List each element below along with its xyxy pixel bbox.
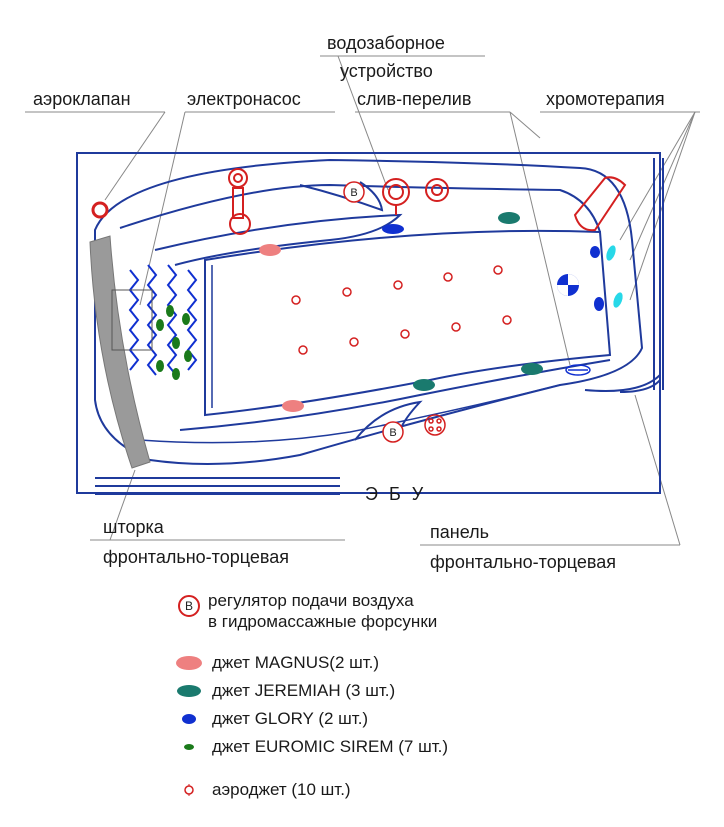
jet-jeremiah [498,212,520,224]
label-shtorka-1: шторка [103,517,164,537]
jet-magnus [259,244,281,256]
electronasos-symbol [228,168,251,235]
legend-glory: джет GLORY (2 шт.) [170,709,368,729]
jeremiah-icon [177,685,201,697]
chromo-control [573,176,627,232]
jet-magnus [282,400,304,412]
label-shtorka-2: фронтально-торцевая [103,547,289,567]
aerojet-icon [184,784,194,796]
b-regulator-back: B [343,181,365,203]
pillow-symbol [557,274,579,296]
jet-glory [382,224,404,234]
b-regulator-front-label: B [389,427,396,439]
label-ebu: Э Б У [365,484,427,504]
legend-b-icon: B [178,595,200,617]
label-aeroklapan: аэроклапан [33,89,131,109]
back-wedge [299,181,384,212]
legend-glory-text: джет GLORY (2 шт.) [212,709,369,728]
label-vodozabor-1: водозаборное [327,33,445,53]
jet-jeremiah [413,379,435,391]
label-electronasos: электронасос [187,89,301,109]
tub-bottom-curve [139,384,561,444]
label-sliv: слив-перелив [357,89,472,109]
vodozabor-symbol [382,178,410,215]
aeroklapan-marker [91,201,109,219]
tub-inner-basin [204,229,612,417]
frame-side-lines [95,158,664,495]
label-panel-2: фронтально-торцевая [430,552,616,572]
euromic-icon [184,744,194,750]
b-regulator-front: B [382,421,404,443]
outer-frame [76,152,661,494]
jet-jeremiah [521,363,543,375]
legend-regulator-line1: регулятор подачи воздуха [208,591,414,610]
drain-symbol [565,364,591,376]
chromo-light [613,292,623,308]
legend-aerojet-text: аэроджет (10 шт.) [212,780,351,799]
shtorka-panel [89,235,151,469]
legend-regulator-line2: в гидромассажные форсунки [208,612,438,631]
legend-euromic-text: джет EUROMIC SIREM (7 шт.) [212,737,449,756]
aerojets [291,265,512,355]
magnus-icon [176,656,202,670]
label-panel-1: панель [430,522,489,542]
legend-regulator: B регулятор подачи воздуха в гидромассаж… [178,590,437,632]
legend-euromic: джет EUROMIC SIREM (7 шт.) [170,737,448,757]
legend-jeremiah-text: джет JEREMIAH (3 шт.) [212,681,396,700]
glory-icon [182,714,196,724]
headrest-mechanism [111,289,153,351]
legend-magnus: джет MAGNUS(2 шт.) [170,653,379,673]
b-regulator-back-label: B [350,187,357,199]
front-wedge [354,400,423,441]
tub-outer-rim [94,158,644,465]
legend-magnus-text: джет MAGNUS(2 шт.) [212,653,380,672]
sliv-symbol [425,178,449,202]
jet-glory [590,246,600,258]
label-chromo: хромотерапия [546,89,665,109]
label-vodozabor-2: устройство [340,61,433,81]
legend-jeremiah: джет JEREMIAH (3 шт.) [170,681,395,701]
legend-aerojet: аэроджет (10 шт.) [170,780,351,800]
tub-front-rim [179,359,611,431]
jet-glory [594,297,604,311]
chromo-light [606,245,616,261]
jets-euromic [156,305,192,380]
ebu-symbol [424,414,446,436]
